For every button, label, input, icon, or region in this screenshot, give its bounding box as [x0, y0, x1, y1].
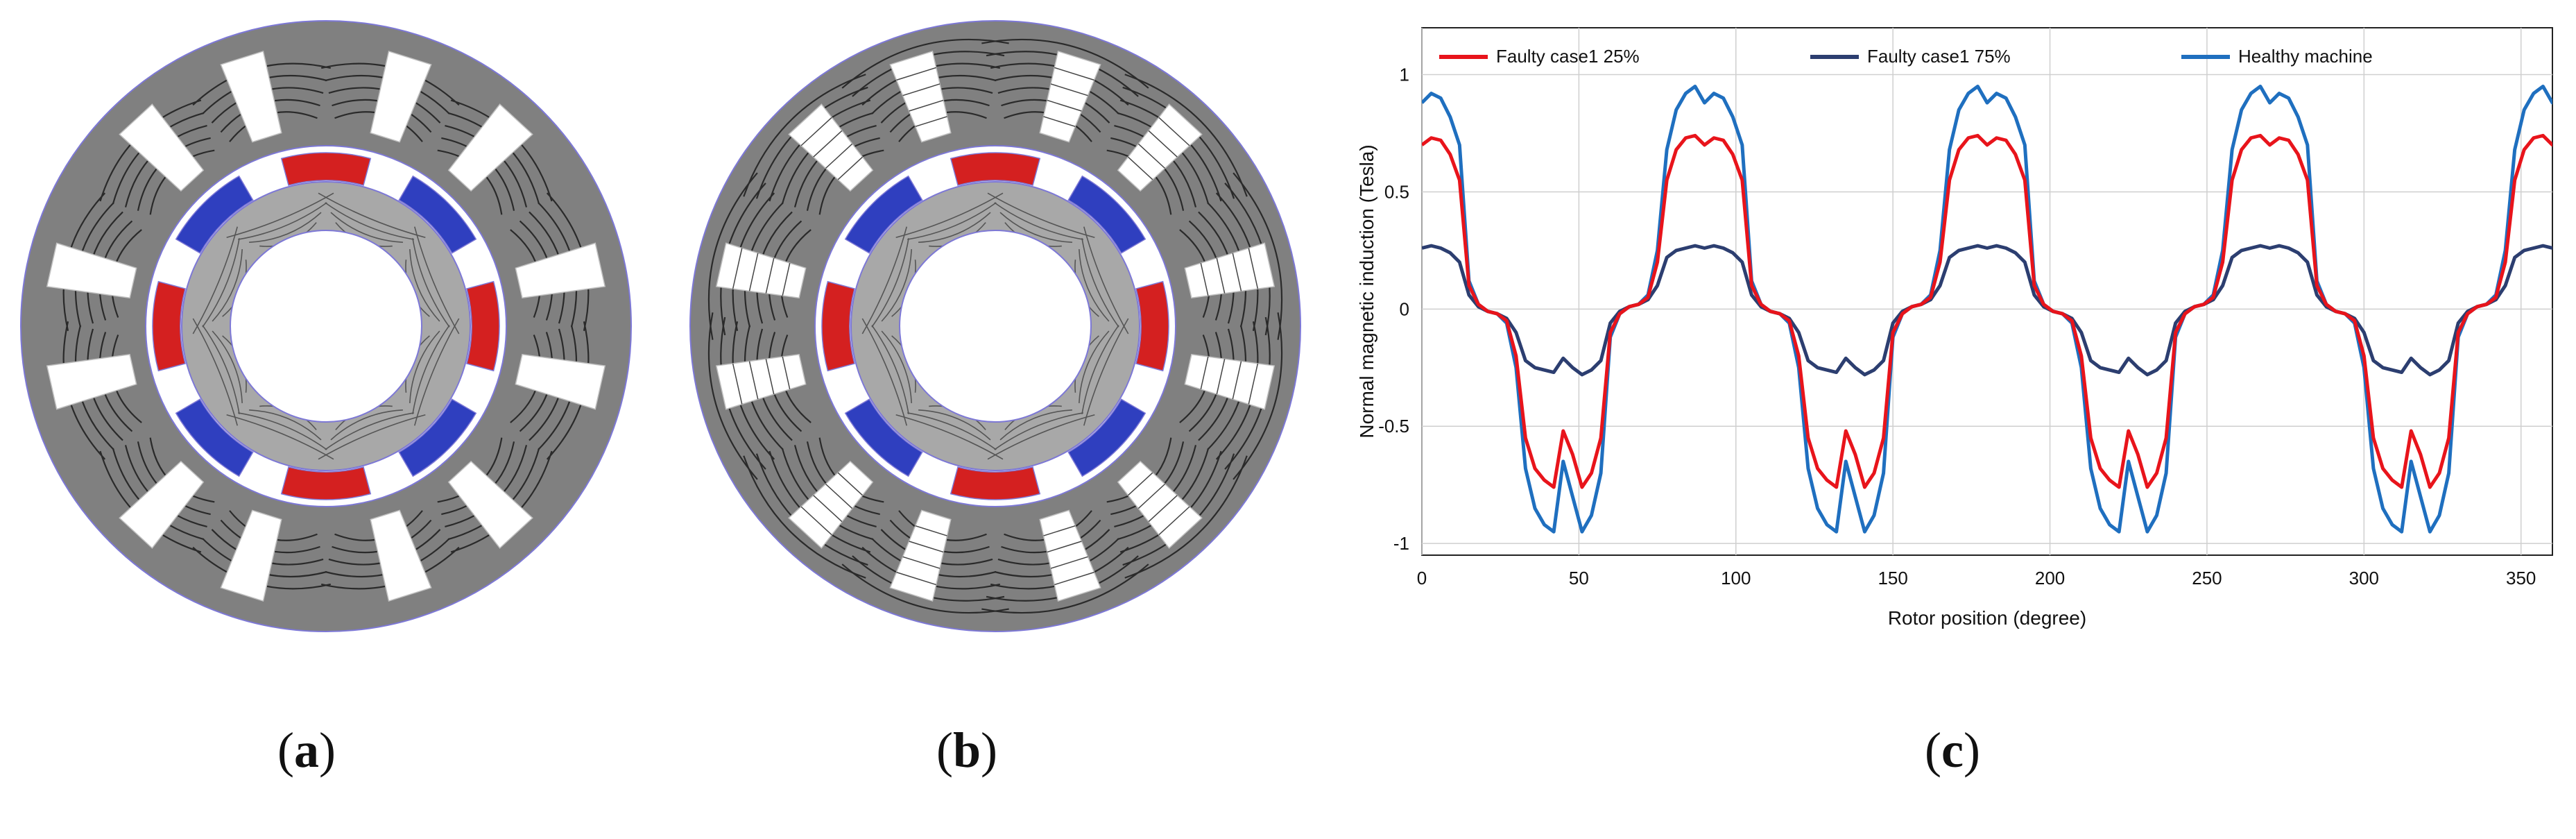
stator-slot	[370, 50, 432, 143]
magnet-north	[152, 280, 186, 372]
x-tick-label: 250	[2192, 568, 2222, 588]
shaft-bore	[899, 230, 1092, 423]
magnet-north	[280, 152, 372, 186]
stator-slot	[447, 103, 533, 192]
stator-slot	[119, 460, 205, 549]
y-tick-label: 0	[1400, 298, 1409, 319]
magnet-south	[175, 398, 254, 477]
magnet-north	[821, 280, 855, 372]
rotor-magnets	[152, 152, 500, 500]
stator-slot	[515, 242, 606, 299]
stator-slot	[515, 353, 606, 410]
legend-label: Healthy machine	[2238, 46, 2373, 67]
x-axis-label: Rotor position (degree)	[1888, 607, 2086, 629]
stator-slot	[788, 103, 874, 192]
stator-slots	[715, 50, 1276, 602]
magnet-south	[398, 398, 477, 477]
stator-slot	[889, 50, 952, 143]
stator-slot	[220, 509, 282, 602]
x-tick-label: 300	[2349, 568, 2379, 588]
magnet-north	[280, 466, 372, 500]
chart-legend: Faulty case1 25% Faulty case1 75% Healthy …	[1439, 46, 2373, 67]
shaft-bore	[230, 230, 422, 423]
stator-slot	[1117, 103, 1203, 192]
magnet-north	[950, 466, 1041, 500]
motor-drawing-b	[689, 20, 1301, 632]
rotor-flux-lines	[861, 192, 1129, 460]
subfigure-label-b: (b)	[936, 722, 998, 778]
stator-slot	[715, 242, 807, 299]
stator-slot	[889, 509, 952, 602]
stator-slot	[1184, 353, 1276, 410]
stator-slot	[1117, 460, 1203, 549]
magnet-south	[844, 398, 923, 477]
magnet-south	[1067, 175, 1147, 254]
magnet-south	[398, 175, 477, 254]
stator-slot	[220, 50, 282, 143]
motor-cross-section-a	[14, 14, 638, 638]
series-line-faulty-case1-75	[1422, 244, 2552, 377]
stator-slot	[447, 460, 533, 549]
motor-drawing-a	[20, 20, 632, 632]
stator-slot	[119, 103, 205, 192]
x-tick-label: 150	[1878, 568, 1907, 588]
y-tick-label: -0.5	[1378, 416, 1409, 437]
subfigure-label-a: (a)	[277, 722, 336, 778]
rotor-flux-lines	[192, 192, 460, 460]
stator-slots	[46, 50, 606, 602]
stator-slot	[1039, 50, 1101, 143]
y-tick-label: 1	[1400, 65, 1409, 85]
x-tick-label: 200	[2035, 568, 2065, 588]
stator-slot	[788, 460, 874, 549]
stator-slot	[1039, 509, 1101, 602]
rotor-magnets	[821, 152, 1169, 500]
x-tick-label: 0	[1417, 568, 1427, 588]
magnet-north	[950, 152, 1041, 186]
y-tick-label: 0.5	[1384, 181, 1409, 202]
magnet-south	[175, 175, 254, 254]
x-tick-label: 50	[1569, 568, 1589, 588]
magnet-north	[466, 280, 500, 372]
y-axis-label: Normal magnetic induction (Tesla)	[1356, 144, 1377, 438]
x-tick-label: 350	[2506, 568, 2536, 588]
magnet-south	[1067, 398, 1147, 477]
magnet-north	[1135, 280, 1169, 372]
magnet-south	[844, 175, 923, 254]
series-line-faulty-case1-25	[1422, 133, 2552, 489]
stator-slot	[1184, 242, 1276, 299]
subfigure-label-c: (c)	[1925, 722, 1980, 778]
legend-label: Faulty case1 75%	[1867, 46, 2011, 67]
x-tick-label: 100	[1721, 568, 1751, 588]
grid-lines	[1421, 28, 2552, 555]
stator-slot	[370, 509, 432, 602]
stator-slot	[46, 353, 137, 410]
stator-slot	[715, 353, 807, 410]
y-tick-label: -1	[1393, 533, 1409, 554]
motor-cross-section-b	[683, 14, 1307, 638]
legend-label: Faulty case1 25%	[1496, 46, 1640, 67]
stator-slot	[46, 242, 137, 299]
